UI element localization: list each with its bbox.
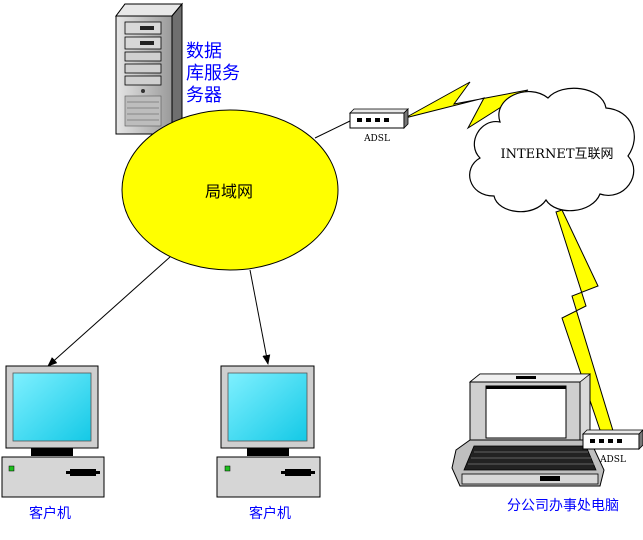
branch-office-label: 分公司办事处电脑 [507, 498, 619, 514]
db-server-label-line3: 务器 [186, 85, 222, 106]
lan-to-client-mid-arrow [249, 269, 271, 365]
adsl-top-label: ADSL [363, 134, 390, 144]
db-server-label-line2: 库服务 [186, 63, 240, 84]
lan-ellipse [121, 109, 339, 271]
lan-label: 局域网 [205, 182, 253, 201]
lan-to-modem-line [314, 120, 351, 139]
client-mid-label: 客户机 [249, 505, 291, 522]
client-left-label: 客户机 [29, 505, 71, 522]
adsl-modem-icon [582, 429, 643, 450]
adsl-right-label: ADSL [599, 455, 626, 465]
adsl-modem-icon [349, 108, 409, 129]
db-server-label-line1: 数据 [186, 41, 222, 62]
desktop-computer-icon [1, 365, 105, 498]
internet-label: INTERNET互联网 [501, 147, 614, 162]
desktop-computer-icon [216, 365, 321, 498]
laptop-icon [451, 373, 605, 487]
lan-to-client-left-arrow [47, 256, 171, 367]
server-tower-icon [115, 2, 184, 136]
internet-cloud-icon [469, 87, 635, 213]
